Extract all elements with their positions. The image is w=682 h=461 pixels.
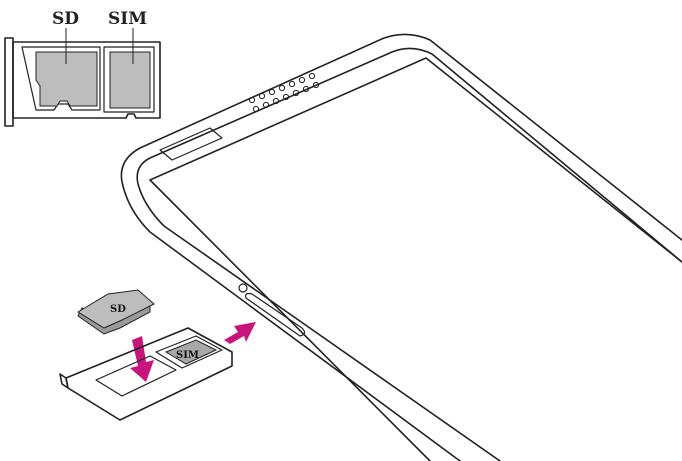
sd-card-label: SD <box>110 304 126 315</box>
tray-front-edge <box>67 365 233 421</box>
loose-sd-card <box>77 289 155 335</box>
sd-callout-label: SD <box>52 9 79 29</box>
tray-end-knob <box>59 373 69 389</box>
eject-pin-hole <box>238 283 248 293</box>
tray-insertion: SD SIM <box>59 289 256 421</box>
sim-card-in-tray <box>109 51 151 109</box>
tray-body <box>12 41 161 119</box>
tray-sd-recess <box>95 355 177 397</box>
sim-card-label: SIM <box>176 350 199 361</box>
phone-outer-edge <box>120 33 682 461</box>
tray-end-cap <box>4 37 14 127</box>
sd-card-in-tray <box>35 51 98 107</box>
sd-slot <box>21 46 101 111</box>
speaker-grille <box>248 72 320 113</box>
tray-sim-recess <box>155 335 223 369</box>
phone-side-edge <box>136 47 682 461</box>
phone-screen <box>149 57 682 461</box>
sim-card-on-tray <box>164 339 218 365</box>
front-sensor <box>159 127 223 161</box>
card-slot-opening <box>245 292 306 337</box>
sim-callout-label: SIM <box>108 9 147 29</box>
phone <box>120 33 682 461</box>
push-arrow-icon <box>224 322 256 344</box>
tray-detail: SD SIM <box>4 9 161 127</box>
sim-slot <box>103 46 155 113</box>
